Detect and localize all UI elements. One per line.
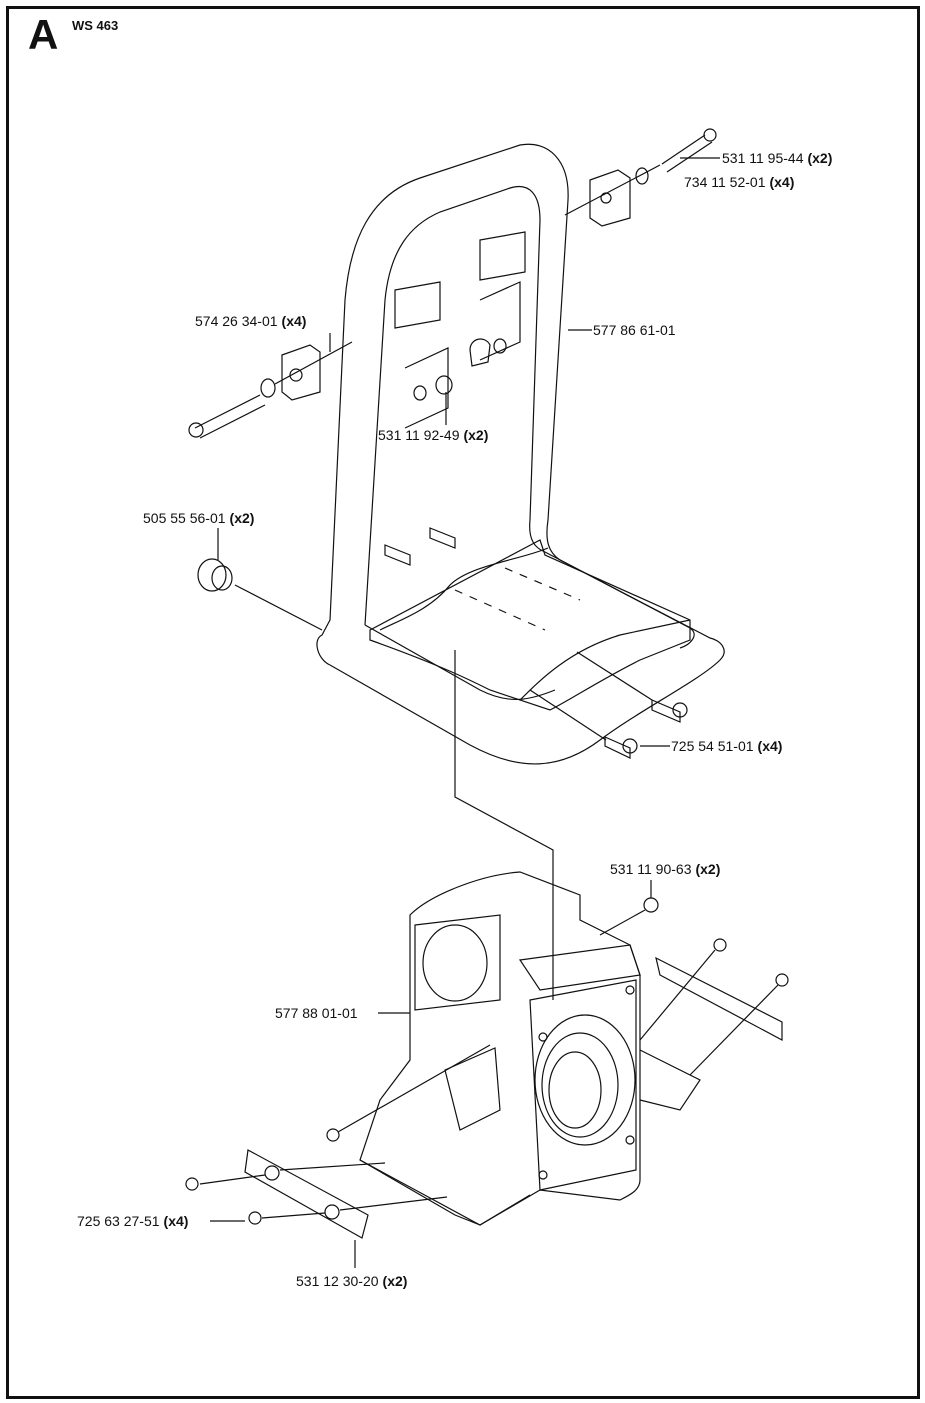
part-label-725-63-27-51: 725 63 27-51(x4) xyxy=(77,1214,188,1228)
part-number: 577 88 01-01 xyxy=(275,1005,358,1021)
part-label-725-54-51-01: 725 54 51-01(x4) xyxy=(671,739,782,753)
part-qty: (x4) xyxy=(757,738,783,754)
part-qty: (x2) xyxy=(463,427,489,443)
part-number: 531 12 30-20 xyxy=(296,1273,379,1289)
part-qty: (x2) xyxy=(695,861,721,877)
part-label-531-11-90-63: 531 11 90-63(x2) xyxy=(610,862,720,876)
left-strip xyxy=(185,1149,448,1239)
part-label-574-26-34-01: 574 26 34-01(x4) xyxy=(195,314,306,328)
alignment-line xyxy=(454,650,554,1000)
part-qty: (x4) xyxy=(281,313,307,329)
part-label-734-11-52-01: 734 11 52-01(x4) xyxy=(684,175,794,189)
part-number: 531 11 90-63 xyxy=(610,861,692,877)
part-label-577-86-61-01: 577 86 61-01 xyxy=(593,323,676,337)
part-label-577-88-01-01: 577 88 01-01 xyxy=(275,1006,358,1020)
part-qty: (x4) xyxy=(769,174,795,190)
fasteners-upper xyxy=(188,128,717,759)
model-name: WS 463 xyxy=(72,18,119,33)
part-number: 725 63 27-51 xyxy=(77,1213,160,1229)
gear-housing xyxy=(326,871,789,1226)
part-label-531-12-30-20: 531 12 30-20(x2) xyxy=(296,1274,407,1288)
clamp-blocks xyxy=(281,169,631,401)
part-qty: (x2) xyxy=(382,1273,408,1289)
part-number: 505 55 56-01 xyxy=(143,510,226,526)
part-number: 531 11 92-49 xyxy=(378,427,460,443)
part-label-505-55-56-01: 505 55 56-01(x2) xyxy=(143,511,254,525)
part-number: 531 11 95-44 xyxy=(722,150,804,166)
part-number: 734 11 52-01 xyxy=(684,174,766,190)
diagram-frame xyxy=(6,6,920,1399)
leader-lines xyxy=(210,157,720,1268)
handle-frame xyxy=(316,143,725,765)
section-letter: A xyxy=(28,11,59,58)
part-label-531-11-95-44: 531 11 95-44(x2) xyxy=(722,151,832,165)
part-qty: (x2) xyxy=(807,150,833,166)
part-qty: (x2) xyxy=(229,510,255,526)
part-label-531-11-92-49: 531 11 92-49(x2) xyxy=(378,428,488,442)
part-number: 577 86 61-01 xyxy=(593,322,676,338)
part-number: 574 26 34-01 xyxy=(195,313,278,329)
part-number: 725 54 51-01 xyxy=(671,738,754,754)
part-qty: (x4) xyxy=(163,1213,189,1229)
